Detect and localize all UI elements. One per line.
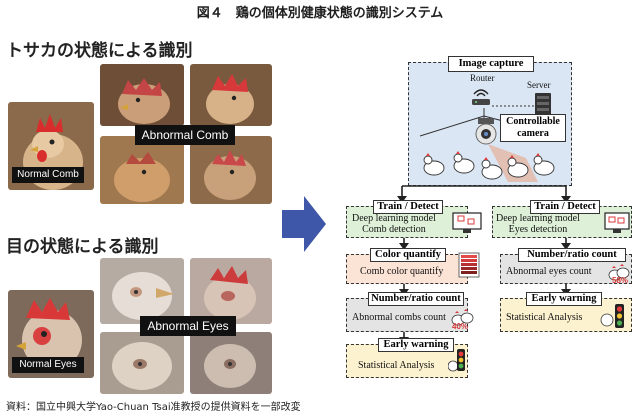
comb-warning-title: Early warning — [378, 338, 454, 352]
comb-model-text: Deep learning model Comb detection — [352, 213, 436, 235]
color-quantify-title: Color quantify — [370, 248, 446, 262]
color-quantify-desc: Comb color quantify — [360, 266, 444, 277]
comb-monitor-icon — [452, 212, 482, 238]
eyes-count-title: Number/ratio count — [518, 248, 626, 262]
chicken-flock-icon — [420, 148, 560, 188]
eyes-monitor-icon — [604, 212, 630, 238]
eyes-count-percent: 58% — [612, 276, 629, 285]
camera-icon — [474, 118, 498, 150]
comb-train-title: Train / Detect — [373, 200, 443, 214]
comb-traffic-light-icon — [447, 348, 466, 378]
abnormal-comb-photo-2 — [190, 64, 272, 126]
comb-model-line1: Deep learning model — [352, 213, 436, 224]
comb-heading: トサカの状態による識別 — [6, 41, 193, 61]
source-note: 資料：国立中興大学Yao-Chuan Tsai准教授の提供資料を一部改変 — [6, 402, 301, 413]
figure-title: 図４ 鶏の個体別健康状態の識別システム — [196, 6, 444, 21]
abnormal-eyes-photo-1 — [100, 258, 184, 324]
comb-count-desc: Abnormal combs count — [352, 312, 446, 323]
eyes-count-chickens-icon — [608, 262, 630, 286]
router-icon — [470, 86, 492, 112]
abnormal-eyes-photo-4 — [190, 332, 272, 394]
controllable-camera-label: Controllable camera — [500, 114, 566, 142]
comb-count-chickens-icon — [450, 306, 474, 332]
eyes-train-title: Train / Detect — [530, 200, 600, 214]
router-label: Router — [470, 73, 495, 83]
normal-comb-label: Normal Comb — [12, 167, 84, 183]
eyes-model-line1: Deep learning model — [496, 213, 580, 224]
camera-label-line2: camera — [517, 128, 549, 139]
color-chart-icon — [458, 252, 480, 282]
eyes-arrow-1 — [561, 238, 571, 250]
eyes-traffic-light-icon — [600, 302, 626, 334]
image-capture-title: Image capture — [448, 56, 534, 72]
eyes-warning-title: Early warning — [526, 292, 602, 306]
abnormal-eyes-photo-2 — [190, 258, 272, 324]
normal-eyes-label: Normal Eyes — [12, 357, 84, 373]
comb-warning-desc: Statistical Analysis — [358, 360, 435, 371]
branch-arrows — [397, 185, 571, 203]
abnormal-comb-photo-3 — [100, 136, 184, 204]
eyes-model-text: Deep learning model Eyes detection — [496, 213, 580, 235]
abnormal-comb-label: Abnormal Comb — [135, 125, 235, 145]
abnormal-comb-photo-4 — [190, 136, 272, 204]
comb-model-line2: Comb detection — [362, 224, 426, 235]
comb-arrow-1 — [399, 238, 409, 250]
eyes-warning-desc: Statistical Analysis — [506, 312, 583, 323]
server-label: Server — [527, 80, 551, 90]
comb-count-percent: 40% — [452, 322, 469, 331]
flow-arrow — [282, 196, 326, 256]
eyes-model-line2: Eyes detection — [508, 224, 568, 235]
eyes-count-desc: Abnormal eyes count — [506, 266, 592, 277]
comb-count-title: Number/ratio count — [368, 292, 464, 306]
camera-label-line1: Controllable — [506, 116, 560, 127]
abnormal-eyes-label: Abnormal Eyes — [140, 316, 236, 336]
abnormal-comb-photo-1 — [100, 64, 184, 126]
abnormal-eyes-photo-3 — [100, 332, 184, 394]
eyes-heading: 目の状態による識別 — [6, 237, 159, 257]
server-icon — [534, 92, 552, 120]
